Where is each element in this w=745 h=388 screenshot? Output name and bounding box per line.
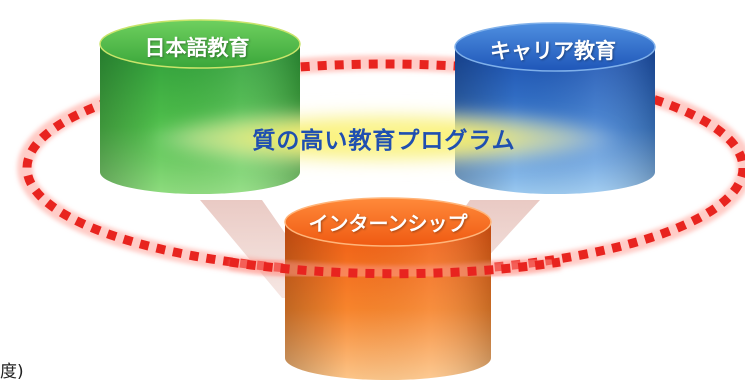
internship-label: インターンシップ [308,211,468,236]
program-label: 質の高い教育プログラム [252,128,516,154]
dashed-ring-front [228,254,562,282]
cylinder-intern [284,197,492,380]
career-label: キャリア教育 [490,39,616,63]
nihongo-label: 日本語教育 [144,36,250,60]
cropped-text-fragment: 度) [0,362,24,382]
program-glow [144,108,624,168]
